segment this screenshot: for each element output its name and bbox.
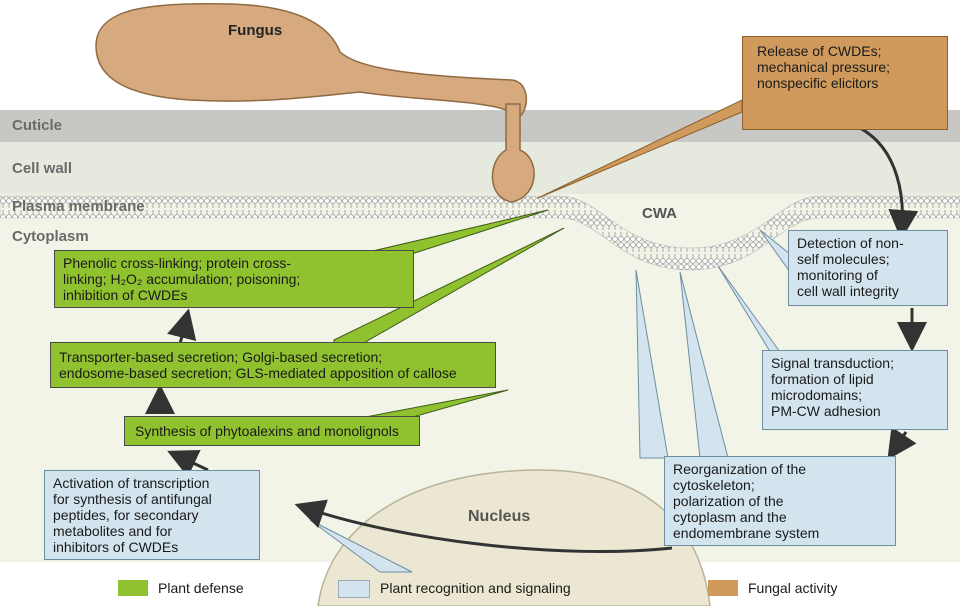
fungal-box-line: Release of CWDEs; <box>757 43 939 59</box>
signal-box: Signal transduction; formation of lipid … <box>762 350 948 430</box>
nucleus-label: Nucleus <box>468 508 530 526</box>
detection-line: monitoring of <box>797 267 939 283</box>
detection-line: self molecules; <box>797 251 939 267</box>
reorganization-line: cytoskeleton; <box>673 477 887 493</box>
activation-line: for synthesis of antifungal <box>53 491 251 507</box>
activation-box: Activation of transcription for synthesi… <box>44 470 260 560</box>
activation-line: metabolites and for <box>53 523 251 539</box>
detection-box: Detection of non- self molecules; monito… <box>788 230 948 306</box>
signal-line: Signal transduction; <box>771 355 939 371</box>
activation-line: inhibitors of CWDEs <box>53 539 251 555</box>
cell-wall-layer <box>0 142 960 194</box>
signal-line: formation of lipid <box>771 371 939 387</box>
reorganization-line: polarization of the <box>673 493 887 509</box>
fungal-activity-box: Release of CWDEs; mechanical pressure; n… <box>742 36 948 130</box>
transporter-line: Transporter-based secretion; Golgi-based… <box>59 349 487 365</box>
signal-line: microdomains; <box>771 387 939 403</box>
legend-swatch-fungal-activity <box>708 580 738 596</box>
synthesis-box: Synthesis of phytoalexins and monolignol… <box>124 416 420 446</box>
phenolic-line: Phenolic cross-linking; protein cross- <box>63 255 405 271</box>
legend-swatch-plant-defense <box>118 580 148 596</box>
fungus-label: Fungus <box>228 22 282 39</box>
phenolic-box: Phenolic cross-linking; protein cross- l… <box>54 250 414 308</box>
detection-line: cell wall integrity <box>797 283 939 299</box>
phenolic-line: inhibition of CWDEs <box>63 287 405 303</box>
transporter-line: endosome-based secretion; GLS-mediated a… <box>59 365 487 381</box>
fungal-box-line: nonspecific elicitors <box>757 75 939 91</box>
reorganization-line: cytoplasm and the <box>673 509 887 525</box>
activation-line: peptides, for secondary <box>53 507 251 523</box>
legend-label-plant-recognition: Plant recognition and signaling <box>380 580 571 596</box>
reorganization-box: Reorganization of the cytoskeleton; pola… <box>664 456 896 546</box>
activation-line: Activation of transcription <box>53 475 251 491</box>
cuticle-label: Cuticle <box>12 117 62 134</box>
cell-wall-label: Cell wall <box>12 160 72 177</box>
phenolic-line: linking; H₂O₂ accumulation; poisoning; <box>63 271 405 287</box>
fungal-box-line: mechanical pressure; <box>757 59 939 75</box>
cytoplasm-label: Cytoplasm <box>12 228 89 245</box>
legend-label-fungal-activity: Fungal activity <box>748 580 837 596</box>
synthesis-line: Synthesis of phytoalexins and monolignol… <box>135 423 411 439</box>
cwa-label: CWA <box>642 205 677 222</box>
reorganization-line: Reorganization of the <box>673 461 887 477</box>
plasma-membrane-label: Plasma membrane <box>12 198 145 215</box>
signal-line: PM-CW adhesion <box>771 403 939 419</box>
legend-swatch-plant-recognition <box>338 580 370 598</box>
transporter-box: Transporter-based secretion; Golgi-based… <box>50 342 496 388</box>
legend-label-plant-defense: Plant defense <box>158 580 244 596</box>
detection-line: Detection of non- <box>797 235 939 251</box>
reorganization-line: endomembrane system <box>673 525 887 541</box>
